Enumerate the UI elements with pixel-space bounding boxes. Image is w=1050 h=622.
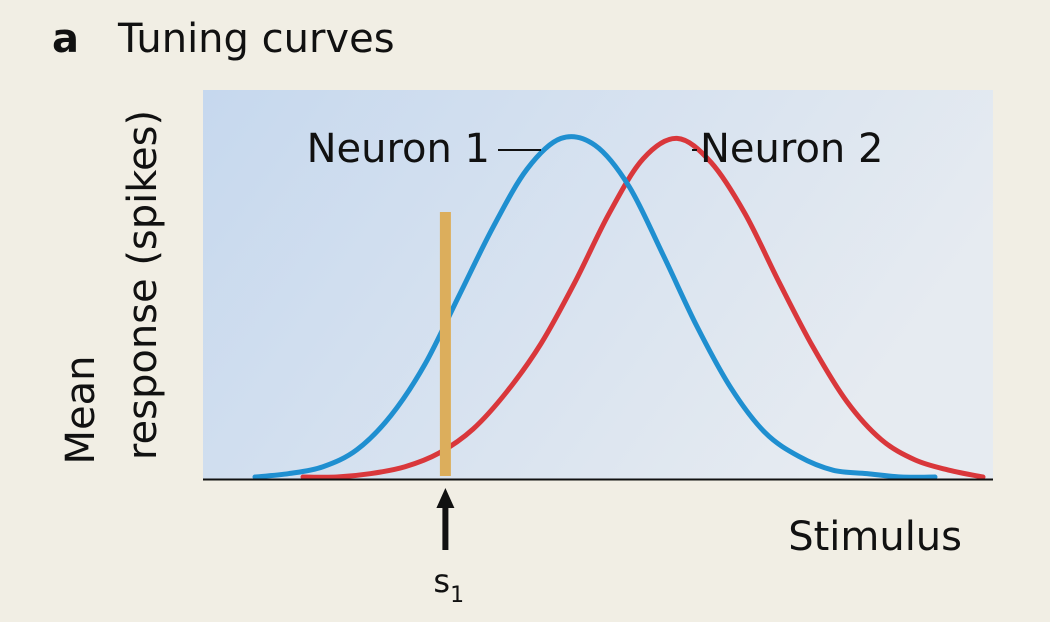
legend-label-neuron-2: Neuron 2 — [700, 126, 883, 172]
y-axis-label-line-2: response (spikes) — [120, 110, 166, 460]
stimulus-marker-bar — [439, 212, 451, 476]
panel-title: Tuning curves — [117, 16, 395, 62]
y-axis-label-line-1: Mean — [58, 356, 104, 465]
plot-background — [203, 90, 993, 479]
curves-layer — [252, 134, 986, 480]
series-line-neuron-2 — [300, 135, 986, 480]
series-line-neuron-1 — [252, 134, 938, 480]
x-axis-label: Stimulus — [788, 514, 962, 560]
stimulus-marker-subscript: 1 — [450, 583, 464, 608]
stimulus-marker-label: s1 — [433, 562, 464, 608]
panel-letter: a — [52, 16, 79, 62]
stimulus-marker-symbol: s — [433, 562, 450, 600]
stimulus-arrow-icon — [436, 488, 455, 550]
legend-label-neuron-1: Neuron 1 — [307, 126, 490, 172]
